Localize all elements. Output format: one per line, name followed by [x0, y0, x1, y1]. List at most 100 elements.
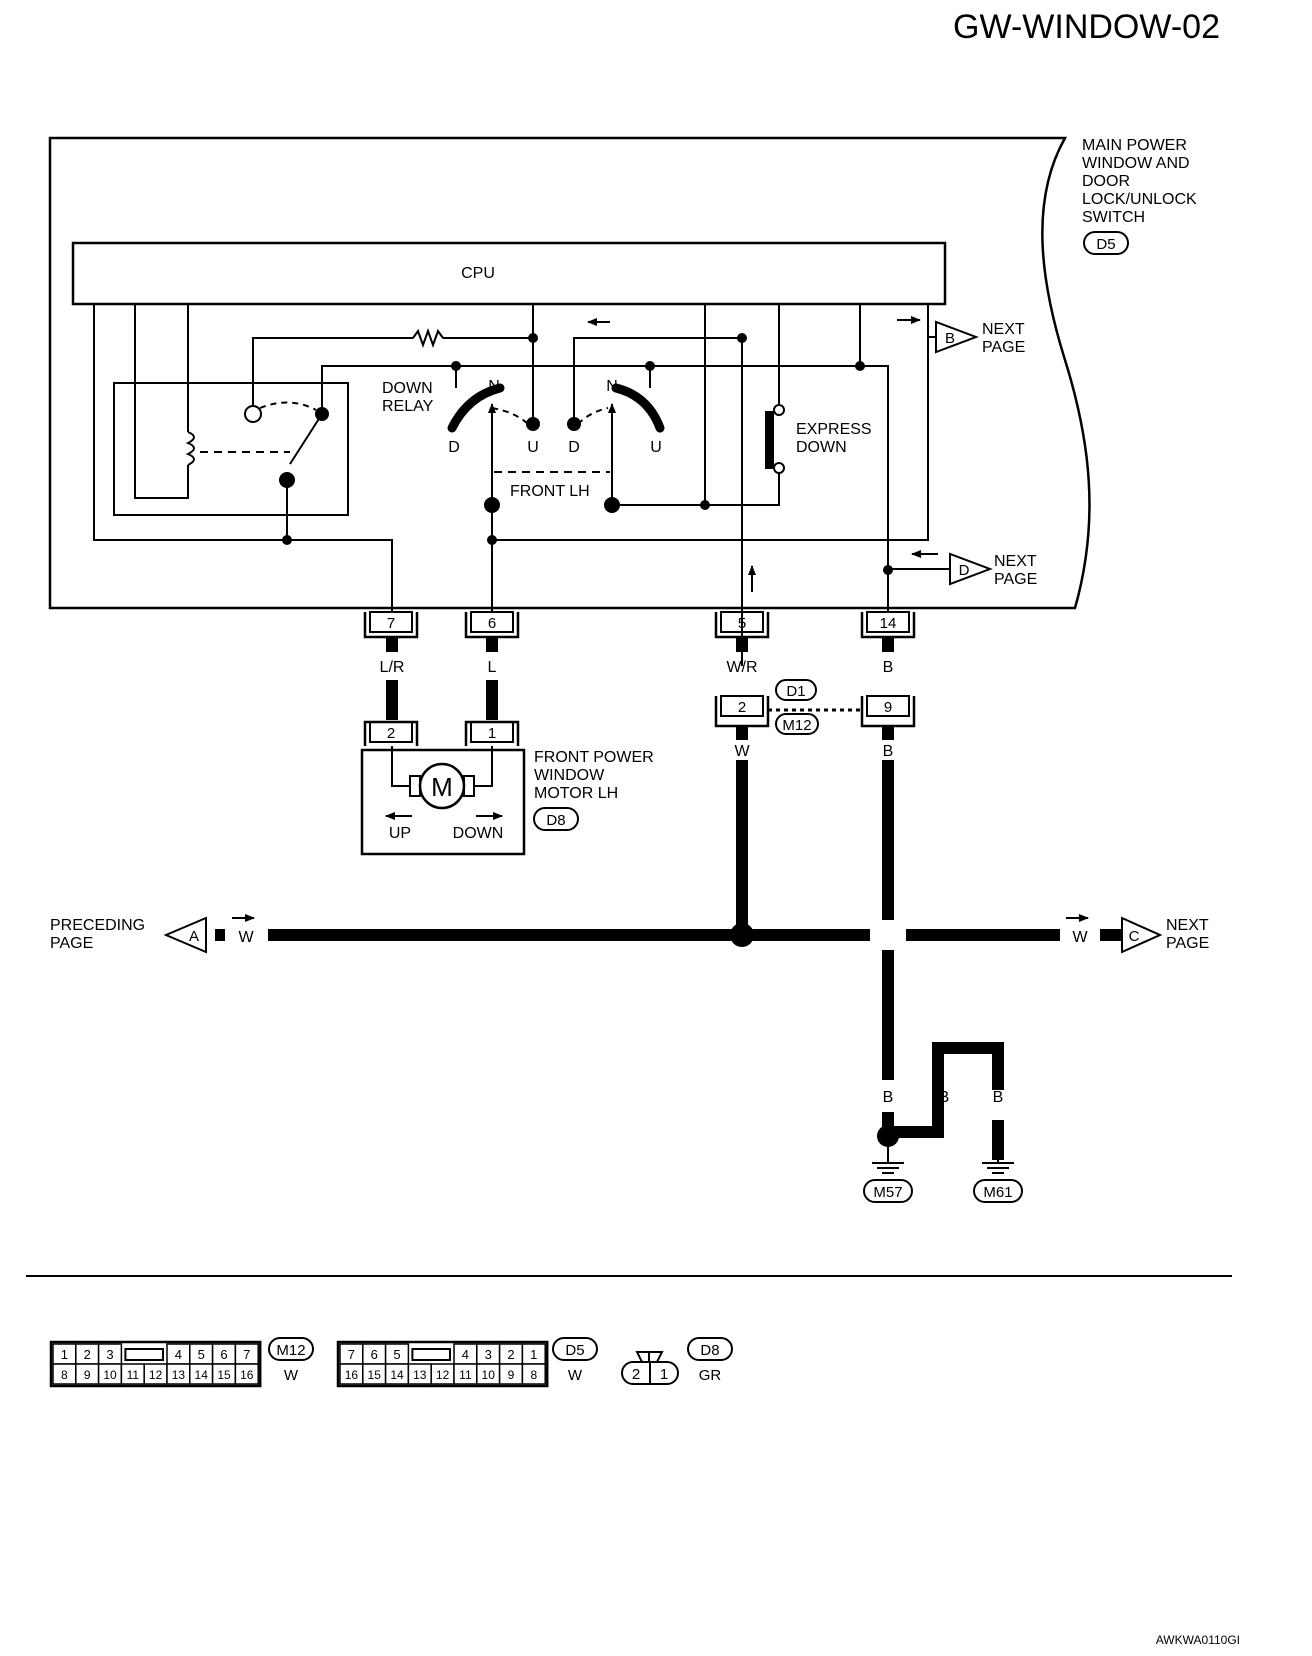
legend-m12-pin-1: 1 — [61, 1347, 68, 1362]
terminal-6: 6 — [464, 611, 520, 639]
cpu-label: CPU — [461, 265, 495, 282]
down-relay-label-1: DOWN — [382, 380, 433, 397]
link-c-letter: C — [1129, 928, 1140, 945]
motor-symbol-letter: M — [431, 772, 453, 802]
ground-symbol-m61 — [982, 1160, 1014, 1174]
motor-connector: D8 — [546, 812, 565, 829]
express-down-label-2: DOWN — [796, 439, 847, 456]
legend-d5-pin-7: 7 — [348, 1347, 355, 1362]
legend-d5-color: W — [568, 1367, 583, 1384]
switch2-d: D — [568, 439, 580, 456]
link-d-text-2: PAGE — [994, 571, 1037, 588]
bus-left-color: W — [238, 929, 254, 946]
wire-t6-color: L — [488, 659, 497, 676]
legend-d5-pin-5: 5 — [393, 1347, 400, 1362]
ground-junction-dot — [877, 1125, 899, 1147]
legend-m12-color: W — [284, 1367, 299, 1384]
legend-d5-pin-8: 8 — [530, 1368, 537, 1382]
wire-t7-color: L/R — [380, 659, 405, 676]
page-title: GW-WINDOW-02 — [953, 8, 1220, 46]
legend-connector-d8: 2 1 D8 GR — [621, 1337, 733, 1385]
express-contact-top — [773, 404, 785, 416]
next-page-link-d[interactable]: D NEXT PAGE — [888, 552, 1037, 588]
legend-d5-pin-1: 1 — [530, 1347, 537, 1362]
legend-m12-pin-9: 9 — [84, 1368, 91, 1382]
legend-m12-pin-15: 15 — [217, 1368, 231, 1382]
next-page-link-b[interactable]: B NEXT PAGE — [928, 320, 1025, 356]
wire-t5-color: W/R — [726, 659, 757, 676]
legend-m12-pin-13: 13 — [172, 1368, 186, 1382]
switch1-n: N — [488, 378, 500, 395]
link-b-letter: B — [945, 330, 955, 347]
bus-right-color: W — [1072, 929, 1088, 946]
ground-m61-label: M61 — [983, 1184, 1012, 1201]
legend-d5-pin-16: 16 — [345, 1368, 359, 1382]
motor-name-2: WINDOW — [534, 767, 605, 784]
legend-d5-pin-10: 10 — [482, 1368, 496, 1382]
figure-code: AWKWA0110GI — [1156, 1633, 1240, 1647]
main-switch-connector: D5 — [1096, 236, 1115, 253]
main-switch-connector-badge — [1083, 231, 1129, 255]
link-c-arrow-shape — [1121, 916, 1163, 954]
legend-m12-pin-10: 10 — [103, 1368, 117, 1382]
legend-m12-pin-12: 12 — [149, 1368, 163, 1382]
internal-wiring — [93, 304, 938, 666]
motor-up-label: UP — [389, 825, 411, 842]
legend-d5-pin-14: 14 — [390, 1368, 404, 1382]
junction-connector: 2 9 D1 M12 — [714, 679, 916, 735]
legend-m12-pin-8: 8 — [61, 1368, 68, 1382]
main-switch-line-5: SWITCH — [1082, 209, 1145, 226]
junction-conn-bottom: M12 — [782, 717, 811, 734]
legend-d5-pin-2: 2 — [507, 1347, 514, 1362]
ground-wire-2-color: B — [939, 1089, 950, 1106]
wire-t14-color: B — [883, 659, 894, 676]
legend-d8-pin-1: 2 — [632, 1366, 640, 1383]
terminal-14-label: 14 — [880, 615, 897, 632]
junction-conn-top: D1 — [786, 683, 805, 700]
ground-m57-badge — [863, 1179, 913, 1203]
motor-down-label: DOWN — [453, 825, 504, 842]
bus-junction-dot — [730, 923, 754, 947]
link-d-letter: D — [959, 562, 970, 579]
motor-name-3: MOTOR LH — [534, 785, 618, 802]
preceding-page-link-a[interactable]: A PRECEDING PAGE — [50, 916, 207, 954]
relay-nc-contact — [244, 405, 262, 423]
legend-m12-pin-5: 5 — [198, 1347, 205, 1362]
junction-pin-b: 9 — [884, 699, 892, 716]
motor-symbol — [418, 762, 466, 810]
legend-d5-pin-6: 6 — [371, 1347, 378, 1362]
link-c-text-2: PAGE — [1166, 935, 1209, 952]
ground-symbol-m57 — [872, 1147, 904, 1174]
junction-pin-a: 2 — [738, 699, 746, 716]
legend-m12-pin-16: 16 — [240, 1368, 254, 1382]
motor-pin-left: 2 — [387, 725, 395, 742]
legend-m12-pin-7: 7 — [243, 1347, 250, 1362]
terminal-6-label: 6 — [488, 615, 496, 632]
legend-d5-badge — [552, 1337, 598, 1361]
motor-pin-right: 1 — [488, 725, 496, 742]
legend-m12-pin-3: 3 — [106, 1347, 113, 1362]
main-switch-label: MAIN POWER WINDOW AND DOOR LOCK/UNLOCK S… — [1082, 137, 1197, 255]
next-page-link-c[interactable]: C NEXT PAGE — [1121, 916, 1209, 954]
legend-d8-pin-2: 1 — [660, 1366, 668, 1383]
legend-d5-pin-12: 12 — [436, 1368, 450, 1382]
ground-m61-badge — [973, 1179, 1023, 1203]
legend-d5-pin-4: 4 — [462, 1347, 469, 1362]
legend-m12-pin-6: 6 — [220, 1347, 227, 1362]
ground-wire-1-color: B — [883, 1089, 894, 1106]
switch1-d: D — [448, 439, 460, 456]
legend-d5-pin-9: 9 — [508, 1368, 515, 1382]
switch1-u: U — [527, 439, 539, 456]
link-b-text-1: NEXT — [982, 321, 1025, 338]
front-lh-switch — [447, 383, 665, 505]
front-power-window-motor: 2 1 M UP DOWN FRONT POWER WINDOW MOTOR L… — [360, 720, 654, 856]
legend-d5-pin-3: 3 — [485, 1347, 492, 1362]
legend-d5-id: D5 — [565, 1342, 584, 1359]
ground-wire-3-color: B — [993, 1089, 1004, 1106]
link-a-arrow-shape — [163, 916, 207, 954]
switch2-u: U — [650, 439, 662, 456]
legend-d5-pin-11: 11 — [459, 1368, 472, 1382]
